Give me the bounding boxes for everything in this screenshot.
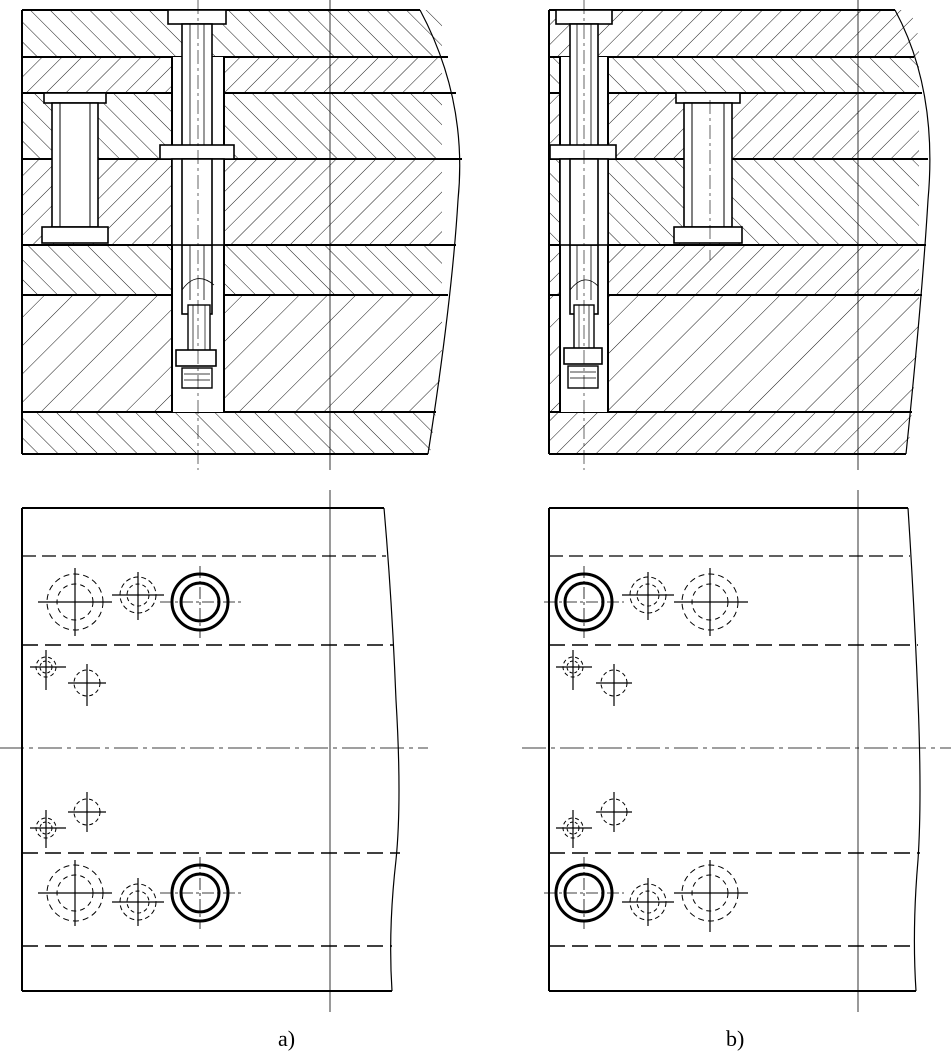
plan-view-a	[0, 490, 428, 1012]
plan-view-b	[522, 490, 951, 1012]
panel-label-a: a)	[278, 1026, 296, 1051]
section-view-b	[548, 0, 951, 470]
section-view-a	[21, 0, 470, 470]
panel-label-b: b)	[726, 1026, 745, 1051]
